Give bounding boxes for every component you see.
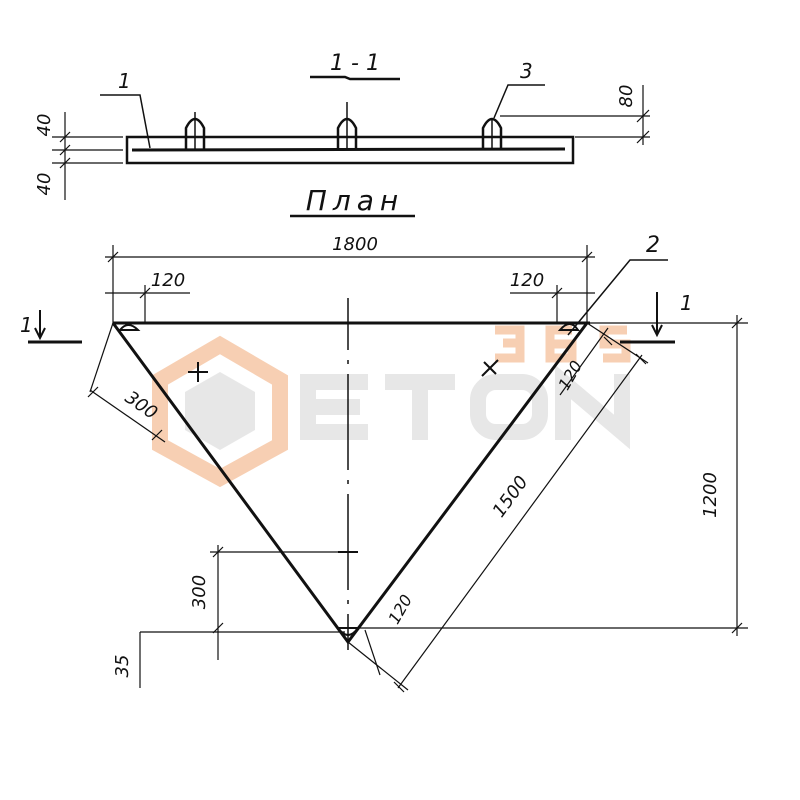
plan-view: План 1800 120 120 2 1 1 [20,184,748,693]
dim-35: 35 [112,655,133,678]
dim-width: 1800 [332,234,378,255]
center-crosses [188,359,499,553]
dim-left-offset: 120 [151,270,185,291]
lifting-loops [184,102,503,149]
dim-bottom: 40 [34,173,55,196]
section-mark-left: 1 [20,313,33,337]
plan-title: План [306,184,404,217]
watermark-letters [300,364,630,450]
callout-plate: 1 [118,69,131,93]
callout-loop: 3 [520,59,533,83]
plate-section [125,135,575,165]
rebar-line [131,147,566,152]
dim-bottom-offset: 120 [384,591,416,627]
watermark-number [495,325,631,363]
dim-top: 40 [34,114,55,137]
callout-corner: 2 [646,233,660,258]
watermark-logo [152,325,631,488]
section-view: 1 - 1 1 3 80 40 40 [34,51,650,200]
section-mark-right: 1 [680,291,693,315]
dim-right-offset: 120 [510,270,544,291]
dim-loop-height: 80 [616,85,637,108]
dim-bottom-300: 300 [189,575,210,609]
dim-height: 1200 [700,472,721,518]
section-title: 1 - 1 [330,51,380,76]
